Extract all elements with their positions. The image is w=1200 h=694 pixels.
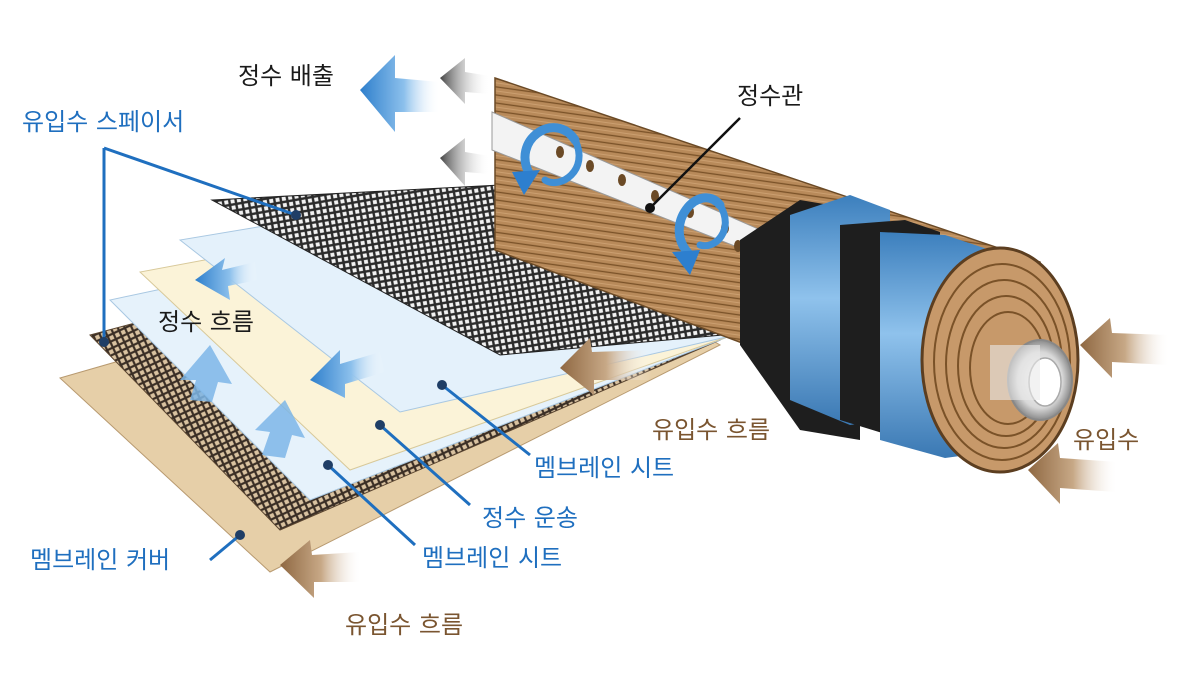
label-product-tube: 정수관 (737, 82, 803, 110)
swirl-arrow-right (674, 193, 729, 260)
leader-permeate-carrier (379, 423, 471, 507)
label-feed-water: 유입수 (1073, 426, 1139, 454)
label-permeate-flow: 정수 흐름 (158, 308, 254, 336)
leader-feed-spacer-diag (103, 146, 297, 217)
leader-membrane-lower (326, 463, 417, 547)
swirl-arrowhead-left (512, 170, 540, 195)
leader-membrane-upper (441, 383, 531, 457)
permeate-flow-arrow-1 (195, 258, 258, 300)
leader-dot-membrane-upper (437, 380, 447, 390)
label-membrane-sheet-upper: 멤브레인 시트 (534, 454, 674, 482)
label-feed-flow-bottom: 유입수 흐름 (345, 611, 463, 639)
label-permeate-out: 정수 배출 (238, 62, 334, 90)
feed-water-arrow-lower (1028, 443, 1118, 504)
leader-dot-membrane-lower (323, 460, 333, 470)
label-membrane-cover: 멤브레인 커버 (30, 546, 170, 574)
permeate-flow-arrow-2 (310, 350, 385, 398)
leader-dot-carrier (375, 420, 385, 430)
leader-line-product-tube (645, 117, 741, 213)
label-feed-spacer: 유입수 스페이서 (22, 108, 184, 136)
membrane-cylinder (491, 76, 1080, 474)
permeate-flow-arrow-up-1 (180, 345, 232, 402)
leader-dot-spacer-bottom (99, 337, 109, 347)
leader-dot-spacer-top (291, 210, 301, 220)
product-tube-stub (990, 345, 1040, 400)
label-permeate-carrier: 정수 운송 (482, 504, 578, 532)
leader-lines (99, 146, 531, 562)
permeate-flow-arrow-up-2 (255, 400, 305, 458)
feed-flow-arrow-bottom (280, 540, 362, 598)
leader-dot-cover (235, 530, 245, 540)
label-membrane-sheet-lower: 멤브레인 시트 (422, 544, 562, 572)
feed-water-arrow-upper (1080, 318, 1170, 378)
flow-arrows (180, 55, 1170, 598)
swirl-arrowhead-right (672, 250, 700, 275)
swirl-arrow-left (520, 123, 583, 187)
grey-arrow-top (440, 58, 490, 104)
label-feed-flow-right: 유입수 흐름 (652, 416, 770, 444)
permeate-out-arrow (360, 55, 440, 132)
leader-membrane-cover (209, 533, 241, 562)
feed-flow-arrow-middle (560, 338, 652, 395)
grey-arrow-bottom (440, 138, 490, 186)
